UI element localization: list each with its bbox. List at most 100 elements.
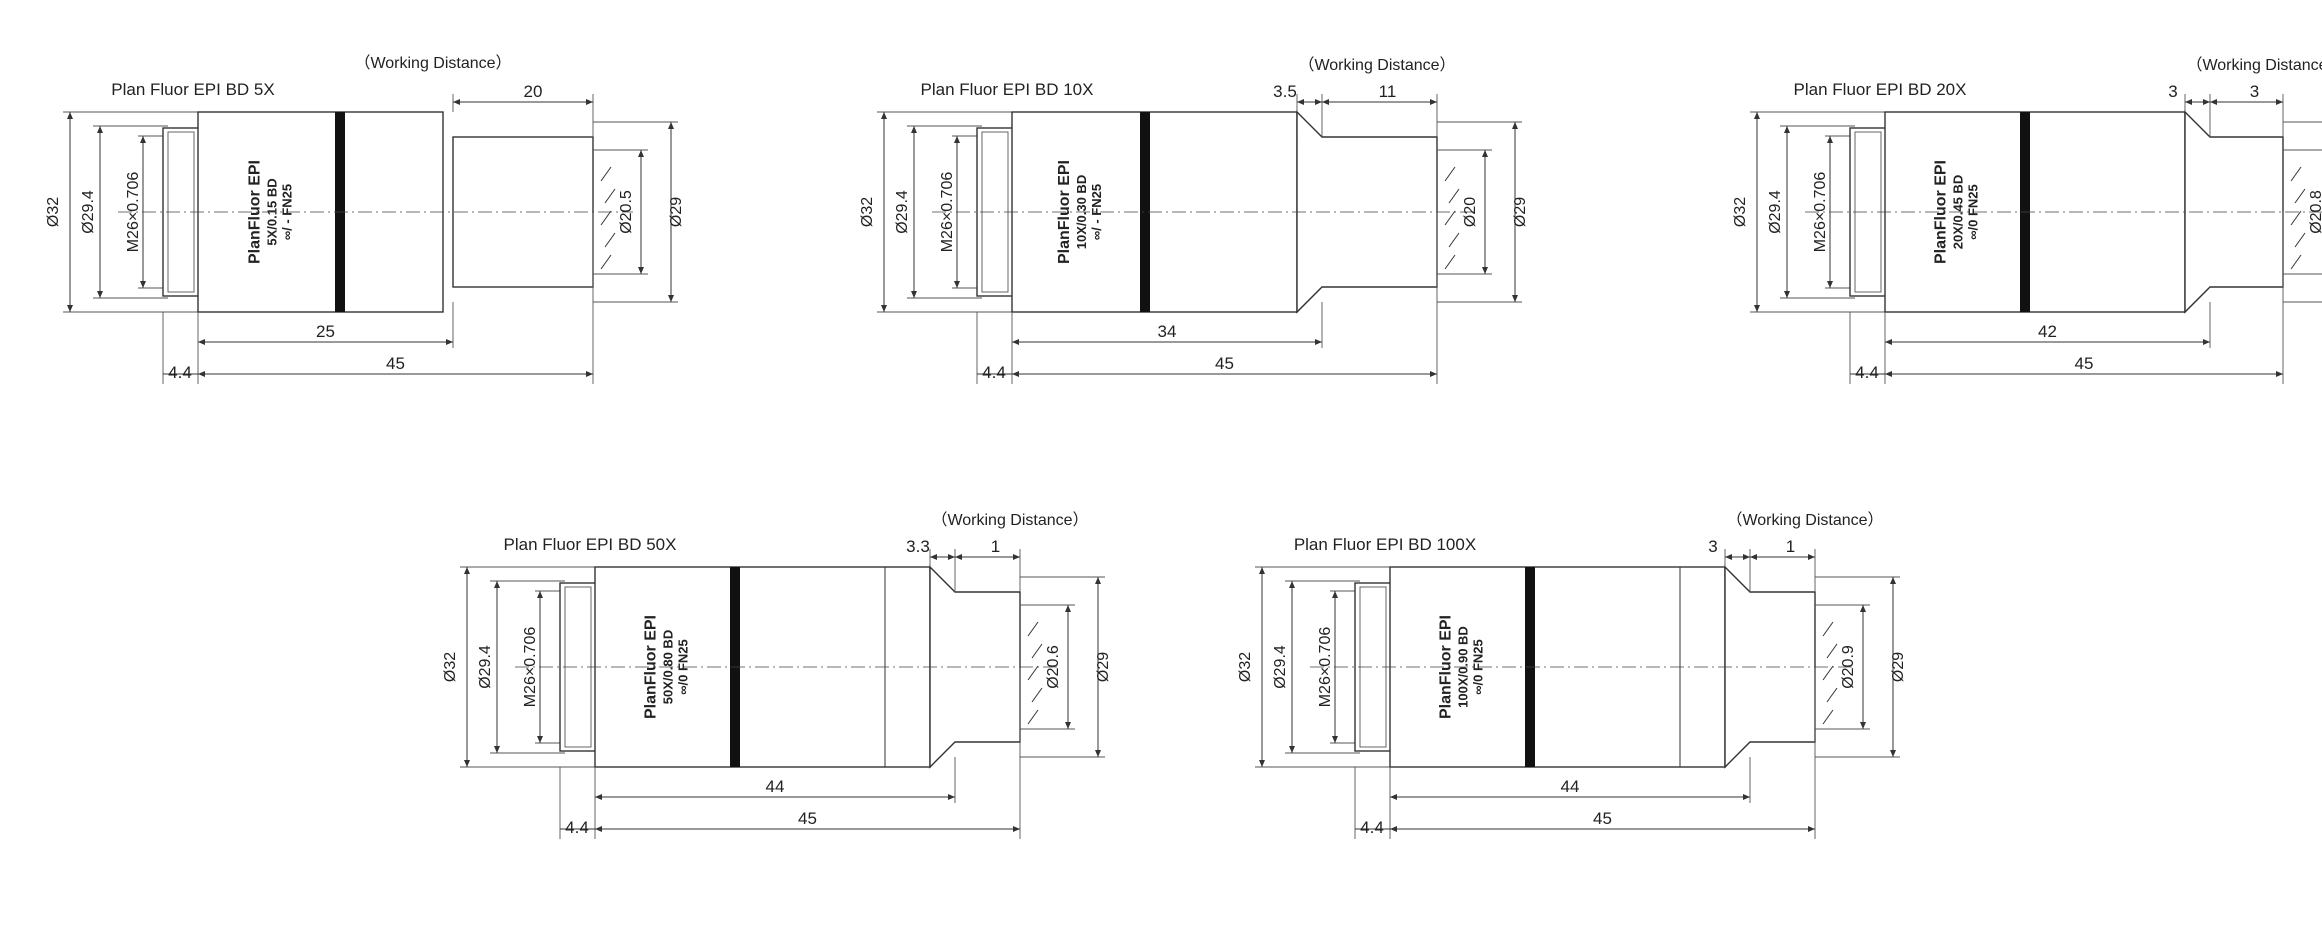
- lens-hatch: [600, 210, 612, 226]
- arrowhead: [1754, 305, 1760, 312]
- magnification-ring: [1140, 112, 1150, 312]
- lens-hatch: [1448, 188, 1460, 204]
- objective-title: Plan Fluor EPI BD 50X: [504, 535, 677, 554]
- label-tip-inner: Ø20.6: [1045, 645, 1062, 689]
- arrowhead: [930, 554, 937, 560]
- arrowhead: [954, 281, 960, 288]
- lens-hatch: [1031, 687, 1043, 703]
- label-body-length: 34: [1158, 322, 1177, 341]
- arrowhead: [1315, 339, 1322, 345]
- lens-hatch: [2294, 188, 2306, 204]
- arrowhead: [1890, 750, 1896, 757]
- arrowhead: [638, 267, 644, 274]
- objective-10x: Plan Fluor EPI BD 10X（Working Distance）Ø…: [859, 56, 1529, 384]
- arrowhead: [453, 99, 460, 105]
- arrowhead: [668, 122, 674, 129]
- arrowhead: [464, 760, 470, 767]
- label-thread: M26×0.706: [1317, 627, 1334, 708]
- arrowhead: [2185, 99, 2192, 105]
- objective-100x: Plan Fluor EPI BD 100X（Working Distance）…: [1237, 511, 1907, 839]
- label-mid-diameter: Ø29.4: [477, 645, 494, 689]
- arrowhead: [1512, 122, 1518, 129]
- label-tip-inner: Ø20.5: [618, 190, 635, 234]
- lens-hatch: [2290, 166, 2302, 182]
- lens-hatch: [2294, 232, 2306, 248]
- label-mid-diameter: Ø29.4: [80, 190, 97, 234]
- arrowhead: [881, 305, 887, 312]
- arrowhead: [1315, 99, 1322, 105]
- lens-hatch: [1027, 709, 1039, 725]
- lens-hatch: [1822, 709, 1834, 725]
- arrowhead: [1332, 736, 1338, 743]
- working-distance-label: （Working Distance）: [354, 54, 511, 72]
- label-wd-a: 3.5: [1273, 82, 1297, 101]
- arrowhead: [1860, 722, 1866, 729]
- label-wd-b: 1: [1786, 537, 1795, 556]
- arrowhead: [881, 112, 887, 119]
- objective-title: Plan Fluor EPI BD 10X: [921, 80, 1094, 99]
- arrowhead: [955, 554, 962, 560]
- arrowhead: [1289, 746, 1295, 753]
- label-tip-outer: Ø29: [1512, 197, 1529, 227]
- arrowhead: [1885, 371, 1892, 377]
- label-total-length: 45: [798, 809, 817, 828]
- label-thread: M26×0.706: [1812, 172, 1829, 253]
- label-wd-a: 3: [1708, 537, 1717, 556]
- arrowhead: [2276, 99, 2283, 105]
- arrowhead: [595, 826, 602, 832]
- arrowhead: [1259, 567, 1265, 574]
- label-tip-inner: Ø20.9: [1840, 645, 1857, 689]
- arrowhead: [1808, 554, 1815, 560]
- label-wd-a: 3.3: [906, 537, 930, 556]
- arrowhead: [1827, 136, 1833, 143]
- engraving-fn: ∞/ - FN25: [1089, 184, 1104, 240]
- arrowhead: [1013, 554, 1020, 560]
- lens-hatch: [600, 254, 612, 270]
- arrowhead: [446, 339, 453, 345]
- arrowhead: [537, 736, 543, 743]
- label-body-length: 42: [2038, 322, 2057, 341]
- arrowhead: [948, 554, 955, 560]
- label-tip-inner: Ø20.8: [2308, 190, 2322, 234]
- label-thread-length: 4.4: [982, 363, 1006, 382]
- label-total-length: 45: [2075, 354, 2094, 373]
- arrowhead: [1430, 371, 1437, 377]
- lens-hatch: [604, 188, 616, 204]
- arrowhead: [2203, 99, 2210, 105]
- arrowhead: [1430, 99, 1437, 105]
- lens-hatch: [1822, 621, 1834, 637]
- arrowhead: [1725, 554, 1732, 560]
- lens-hatch: [2290, 210, 2302, 226]
- label-total-length: 45: [1593, 809, 1612, 828]
- label-outer-diameter: Ø32: [859, 197, 876, 227]
- arrowhead: [1827, 281, 1833, 288]
- lens-hatch: [1027, 621, 1039, 637]
- label-thread: M26×0.706: [939, 172, 956, 253]
- arrowhead: [1784, 126, 1790, 133]
- arrowhead: [494, 746, 500, 753]
- arrowhead: [911, 291, 917, 298]
- arrowhead: [1512, 295, 1518, 302]
- label-outer-diameter: Ø32: [1732, 197, 1749, 227]
- lens-hatch: [1448, 232, 1460, 248]
- label-thread-length: 4.4: [565, 818, 589, 837]
- objective-50x: Plan Fluor EPI BD 50X（Working Distance）Ø…: [442, 511, 1112, 839]
- arrowhead: [1808, 826, 1815, 832]
- label-outer-diameter: Ø32: [442, 652, 459, 682]
- arrowhead: [1012, 339, 1019, 345]
- label-mid-diameter: Ø29.4: [1272, 645, 1289, 689]
- arrowhead: [1750, 554, 1757, 560]
- arrowhead: [2210, 99, 2217, 105]
- arrowhead: [911, 126, 917, 133]
- label-working-distance: 20: [524, 82, 543, 101]
- working-distance-label: （Working Distance）: [2186, 56, 2322, 74]
- arrowhead: [97, 291, 103, 298]
- arrowhead: [1095, 750, 1101, 757]
- arrowhead: [1259, 760, 1265, 767]
- label-body-length: 44: [766, 777, 785, 796]
- arrowhead: [1332, 591, 1338, 598]
- lens-hatch: [1822, 665, 1834, 681]
- label-total-length: 45: [1215, 354, 1234, 373]
- objective-5x: Plan Fluor EPI BD 5X（Working Distance）Ø3…: [45, 54, 685, 384]
